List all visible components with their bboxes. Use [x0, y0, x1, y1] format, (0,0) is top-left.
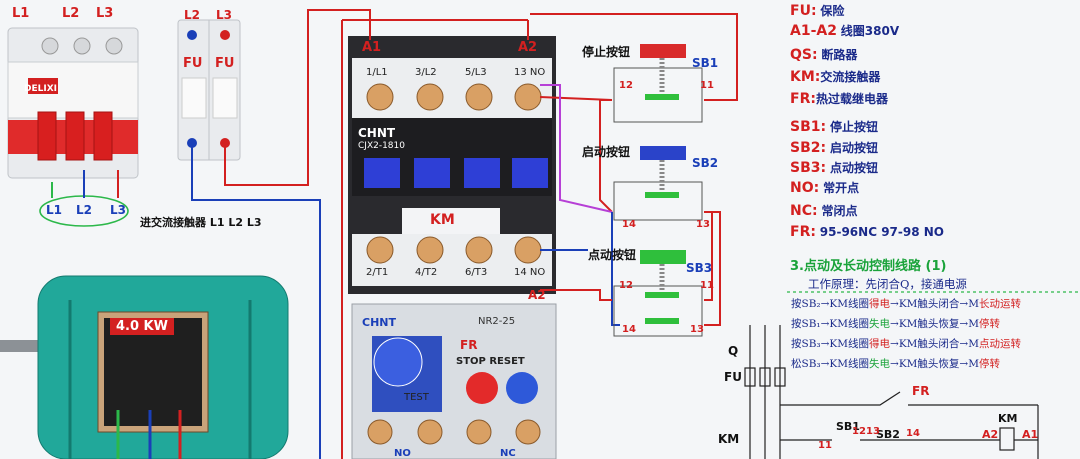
legend-row: NC: 常闭点 [790, 203, 858, 219]
relay-no-label: NO [394, 448, 411, 459]
legend-row: QS: 断路器 [790, 47, 858, 63]
schematic-fr: FR [912, 384, 930, 398]
relay-brand: CHNT [362, 316, 396, 329]
terminal-4t2: 4/T2 [415, 267, 438, 278]
fuse-fu-right: FU [215, 56, 235, 71]
schematic-fu: FU [724, 370, 742, 384]
button-stop-title: 停止按钮 [582, 45, 631, 59]
terminal-14no: 14 NO [514, 267, 546, 278]
button-stop-id: SB1 [692, 56, 719, 70]
breaker-label-l2: L2 [62, 6, 80, 21]
sequence-row: 按SB₁→KM线圈失电→KM触头恢复→M停转 [791, 318, 1000, 330]
terminal-2t1: 2/T1 [366, 267, 389, 278]
principle-text: 工作原理：先闭合Q，接通电源 [808, 277, 967, 291]
motor-body [0, 275, 289, 459]
schematic-a1: A1 [1022, 428, 1039, 441]
schematic-sb1: SB1 [836, 420, 860, 433]
schematic-n12: 12 [852, 426, 866, 437]
sequence-row: 按SB₃→KM线圈得电→KM触头闭合→M点动运转 [791, 338, 1021, 350]
fuse-label-l2: L2 [184, 8, 200, 22]
relay-nc-label: NC [500, 448, 516, 459]
wires [51, 9, 738, 459]
terminal-1l1: 1/L1 [366, 67, 388, 78]
legend-row: FR:热过载继电器 [790, 91, 888, 107]
contactor-a1: A1 [362, 40, 382, 55]
contactor-a2-bottom: A2 [528, 288, 546, 302]
breaker-output-l3: L3 [110, 203, 126, 217]
breaker-output-l2: L2 [76, 203, 92, 217]
contactor-brand: CHNT [358, 126, 396, 140]
relay-fr: FR [460, 338, 478, 352]
legend-row: SB2: 启动按钮 [790, 140, 878, 156]
section-title: 3.点动及长动控制线路 (1) [790, 259, 947, 274]
button-caps [640, 44, 686, 324]
button-jog-title: 点动按钮 [588, 248, 637, 262]
button-start-left-num: 14 [622, 219, 636, 230]
contactor-model: CJX2-1810 [358, 141, 405, 151]
relay-test: TEST [404, 392, 429, 403]
terminal-5l3: 5/L3 [465, 67, 487, 78]
thermal-relay-body [351, 303, 557, 459]
legend-row: SB1: 停止按钮 [790, 119, 878, 135]
breaker-output-l1: L1 [46, 203, 62, 217]
schematic [744, 291, 1080, 459]
contactor-km: KM [430, 212, 455, 228]
fuse-label-l3: L3 [216, 8, 232, 22]
breaker-caption: 进交流接触器 L1 L2 L3 [140, 216, 262, 229]
button-stop-right-num: 11 [700, 80, 714, 91]
button-start-title: 启动按钮 [582, 145, 631, 159]
legend-row: SB3: 点动按钮 [790, 160, 878, 176]
legend-row: FU: 保险 [790, 3, 845, 19]
breaker-brand: DELIXI [24, 84, 57, 94]
fuse-fu-left: FU [183, 56, 203, 71]
schematic-a2: A2 [982, 428, 999, 441]
button-jog-right-num2: 13 [690, 324, 704, 335]
terminal-3l2: 3/L2 [415, 67, 437, 78]
button-boxes [613, 67, 703, 337]
button-start-id: SB2 [692, 156, 719, 170]
legend-row: KM:交流接触器 [790, 69, 881, 85]
terminal-6t3: 6/T3 [465, 267, 488, 278]
sequence-row: 按SB₂→KM线圈得电→KM触头闭合→M长动运转 [791, 298, 1021, 310]
contactor-body [348, 36, 556, 294]
breaker-label-l3: L3 [96, 6, 114, 21]
button-jog-id: SB3 [686, 261, 713, 275]
breaker-label-l1: L1 [12, 6, 30, 21]
schematic-km-coil: KM [998, 412, 1018, 425]
button-start-right-num: 13 [696, 219, 710, 230]
fuse-holders [177, 19, 241, 161]
schematic-n14: 14 [906, 428, 920, 439]
schematic-n11: 11 [818, 440, 832, 451]
contactor-a2: A2 [518, 40, 538, 55]
sequence-row: 松SB₃→KM线圈失电→KM触头恢复→M停转 [791, 358, 1000, 370]
button-jog-right-num: 11 [700, 280, 714, 291]
terminal-13no: 13 NO [514, 67, 546, 78]
motor-power-badge: 4.0 KW [110, 318, 174, 335]
button-jog-left-num2: 14 [622, 324, 636, 335]
button-jog-left-num: 12 [619, 280, 633, 291]
schematic-q: Q [728, 344, 739, 358]
legend-row: NO: 常开点 [790, 180, 860, 196]
circuit-breaker [7, 27, 139, 179]
legend-row: A1-A2 线圈380V [790, 23, 900, 39]
legend-panel: FU: 保险 A1-A2 线圈380V QS: 断路器 KM:交流接触器 FR:… [790, 0, 1080, 250]
relay-stop-reset: STOP RESET [456, 356, 525, 367]
schematic-n13: 13 [866, 426, 880, 437]
schematic-km-left: KM [718, 432, 740, 446]
relay-model: NR2-25 [478, 316, 516, 327]
legend-row: FR: 95-96NC 97-98 NO [790, 224, 944, 240]
schematic-sb2: SB2 [876, 428, 900, 441]
button-stop-left-num: 12 [619, 80, 633, 91]
